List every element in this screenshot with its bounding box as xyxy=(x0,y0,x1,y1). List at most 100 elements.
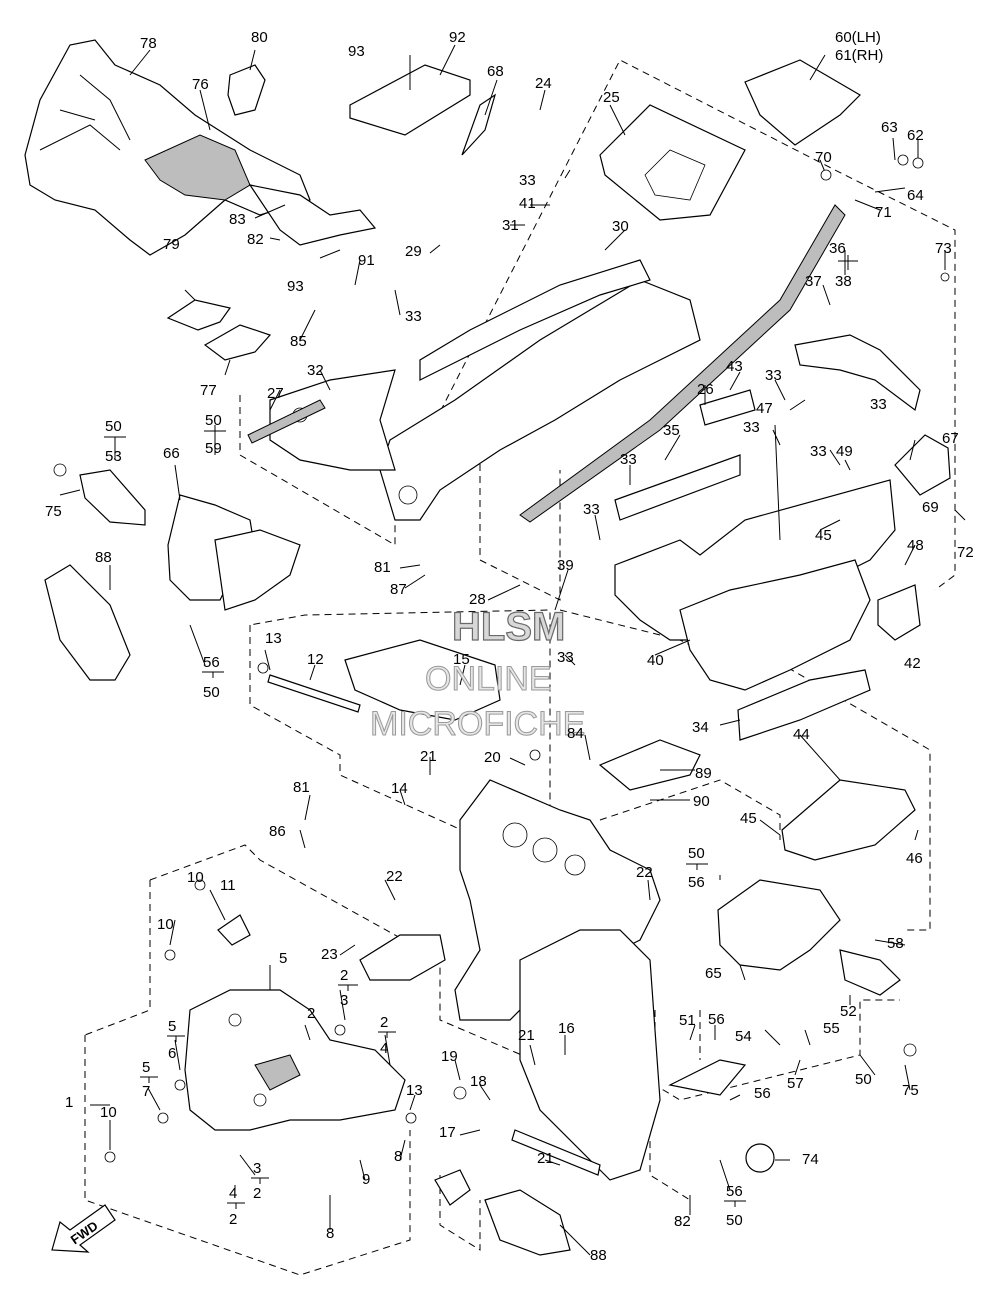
callout-2d: 2 xyxy=(253,1185,261,1202)
callout-62: 62 xyxy=(907,127,924,144)
plate-92 xyxy=(349,64,471,136)
callout-6: 6 xyxy=(168,1045,176,1062)
callout-33e: 33 xyxy=(743,419,760,436)
bracket-42 xyxy=(877,584,921,641)
front-frame-16 xyxy=(454,779,661,1181)
shaft-17 xyxy=(511,1129,601,1176)
callout-46: 46 xyxy=(906,850,923,867)
callout-brackets xyxy=(104,255,858,1209)
callout-2b: 2 xyxy=(307,1005,315,1022)
callout-56a: 56 xyxy=(203,654,220,671)
callout-37: 37 xyxy=(805,273,822,290)
callout-90: 90 xyxy=(693,793,710,810)
callout-57: 57 xyxy=(787,1075,804,1092)
callout-56c: 56 xyxy=(708,1011,725,1028)
mount-88-right xyxy=(484,1189,571,1256)
callout-92: 92 xyxy=(449,29,466,46)
callout-34: 34 xyxy=(692,719,709,736)
callout-64: 64 xyxy=(907,187,924,204)
callout-33i: 33 xyxy=(557,649,574,666)
mount-88-left xyxy=(44,564,131,681)
callout-70: 70 xyxy=(815,149,832,166)
callout-55: 55 xyxy=(823,1020,840,1037)
bumper-65 xyxy=(717,879,841,971)
callout-42: 42 xyxy=(904,655,921,672)
watermark-line3: MICROFICHE xyxy=(370,705,585,743)
callout-68: 68 xyxy=(487,63,504,80)
callout-93: 93 xyxy=(348,43,365,60)
callout-10b: 10 xyxy=(157,916,174,933)
callout-10c: 10 xyxy=(100,1104,117,1121)
callout-74: 74 xyxy=(802,1151,819,1168)
callout-50b: 50 xyxy=(205,412,222,429)
callout-77: 77 xyxy=(200,382,217,399)
callout-21c: 21 xyxy=(537,1150,554,1167)
callout-labels: 78 80 76 93 92 68 24 25 60(LH) 61(RH) 63… xyxy=(45,29,974,1264)
callout-8a: 8 xyxy=(394,1148,402,1165)
fwd-arrow: FWD xyxy=(51,1204,116,1253)
callout-66: 66 xyxy=(163,445,180,462)
callout-17: 17 xyxy=(439,1124,456,1141)
callout-79: 79 xyxy=(163,236,180,253)
callout-89: 89 xyxy=(695,765,712,782)
callout-56e: 56 xyxy=(726,1183,743,1200)
callout-5a: 5 xyxy=(279,950,287,967)
callout-33h: 33 xyxy=(583,501,600,518)
callout-15: 15 xyxy=(453,651,470,668)
callout-69: 69 xyxy=(922,499,939,516)
callout-31: 31 xyxy=(502,217,519,234)
callout-54: 54 xyxy=(735,1028,752,1045)
callout-9: 9 xyxy=(362,1171,370,1188)
callout-3b: 3 xyxy=(253,1160,261,1177)
callout-83: 83 xyxy=(229,211,246,228)
callout-2a: 2 xyxy=(340,967,348,984)
callout-10a: 10 xyxy=(187,869,204,886)
callout-19: 19 xyxy=(441,1048,458,1065)
callout-30: 30 xyxy=(612,218,629,235)
rear-plate-60-61 xyxy=(744,59,861,146)
slide-rail-26 xyxy=(519,204,846,523)
callout-65: 65 xyxy=(705,965,722,982)
bracket-54 xyxy=(668,1059,747,1096)
callout-33g: 33 xyxy=(620,451,637,468)
callout-93b: 93 xyxy=(287,278,304,295)
callout-80: 80 xyxy=(251,29,268,46)
callout-49: 49 xyxy=(836,443,853,460)
callout-81a: 81 xyxy=(374,559,391,576)
rail-27 xyxy=(247,399,326,444)
fasteners xyxy=(53,154,950,1163)
callout-26: 26 xyxy=(697,381,714,398)
callout-67: 67 xyxy=(942,430,959,447)
callout-25: 25 xyxy=(603,89,620,106)
callout-2e: 2 xyxy=(229,1211,237,1228)
callout-48: 48 xyxy=(907,537,924,554)
lower-frame-1 xyxy=(184,989,406,1131)
link-23 xyxy=(359,934,446,981)
bar-36 xyxy=(794,334,921,412)
callout-82a: 82 xyxy=(247,231,264,248)
callout-2c: 2 xyxy=(380,1014,388,1031)
callout-14: 14 xyxy=(391,780,408,797)
callout-76: 76 xyxy=(192,76,209,93)
callout-4a: 4 xyxy=(380,1040,388,1057)
callout-40: 40 xyxy=(647,652,664,669)
callout-44: 44 xyxy=(793,726,810,743)
callout-21b: 21 xyxy=(518,1027,535,1044)
callout-20: 20 xyxy=(484,749,501,766)
callout-41: 41 xyxy=(519,195,536,212)
callout-78: 78 xyxy=(140,35,157,52)
callout-50a: 50 xyxy=(105,418,122,435)
callout-87: 87 xyxy=(390,581,407,598)
callout-7: 7 xyxy=(142,1083,150,1100)
callout-1: 1 xyxy=(65,1094,73,1111)
callout-50d: 50 xyxy=(688,845,705,862)
bracket-43 xyxy=(699,389,756,426)
callout-21a: 21 xyxy=(420,748,437,765)
callout-38: 38 xyxy=(835,273,852,290)
callout-52: 52 xyxy=(840,1003,857,1020)
plate-89 xyxy=(598,739,701,791)
callout-24: 24 xyxy=(535,75,552,92)
callout-84: 84 xyxy=(567,725,584,742)
pad-77 xyxy=(203,324,272,361)
rear-tunnel-40 xyxy=(614,479,896,691)
